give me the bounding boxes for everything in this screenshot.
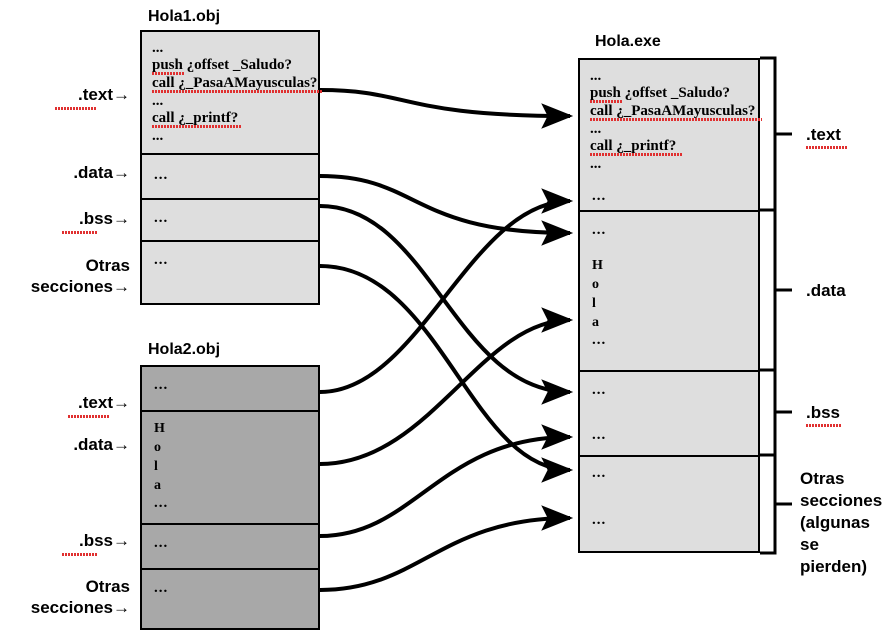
box-hola2-obj: ... H o l a ... ... ... — [140, 365, 320, 630]
label-obj2-otras: Otras secciones→ — [30, 577, 130, 617]
exe-text-extra-dots: ... — [592, 188, 607, 204]
label-obj1-otras: Otras secciones→ — [30, 256, 130, 296]
title-hola-exe: Hola.exe — [595, 33, 661, 50]
obj2-data-char-0: H — [154, 421, 165, 436]
exe-code-line-0: ... — [590, 68, 602, 84]
obj2-section-bss — [142, 525, 318, 570]
bracket-otras — [760, 453, 777, 555]
exe-data-dots-bottom: ... — [592, 332, 607, 348]
spell-underline-6 — [806, 424, 841, 427]
wire-obj1-data-to-exe-data — [319, 174, 574, 246]
spell-underline-5 — [806, 146, 848, 149]
exe-otras-dots-top: ... — [592, 465, 607, 481]
spell-underline-exe-push — [590, 100, 622, 103]
obj1-section-otras — [142, 242, 318, 303]
label-exe-bss: .bss — [806, 403, 841, 422]
label-obj1-data: .data→ — [73, 163, 130, 182]
title-hola2-obj: Hola2.obj — [148, 341, 221, 358]
label-obj1-bss: .bss→ — [78, 209, 130, 228]
exe-section-data — [580, 212, 758, 372]
obj2-data-char-3: a — [154, 478, 161, 493]
exe-code-line-5: ... — [590, 156, 602, 172]
exe-data-dots-top: ... — [592, 222, 607, 238]
exe-code-line-4: call ¿_printf? — [590, 138, 677, 154]
obj2-bss-dots: ... — [154, 535, 169, 551]
exe-code-line-1: push ¿offset _Saludo? — [590, 85, 731, 101]
label-obj2-bss: .bss→ — [78, 531, 130, 550]
obj2-otras-dots: ... — [154, 580, 169, 596]
obj2-data-char-1: o — [154, 440, 161, 455]
label-exe-otras: Otras secciones (algunas se pierden) — [800, 469, 883, 576]
wire-obj2-text-to-exe-text — [319, 188, 574, 394]
obj1-code-line-3: ... — [152, 93, 164, 109]
exe-data-char-2: l — [592, 296, 596, 311]
bracket-bss — [760, 368, 777, 457]
obj1-otras-dots: ... — [154, 252, 169, 268]
spell-underline-exe-call2 — [590, 153, 682, 156]
wire-obj2-otras-to-exe-otras — [319, 505, 574, 592]
label-exe-text: .text — [806, 125, 841, 144]
wire-obj2-bss-to-exe-bss — [319, 424, 574, 538]
obj1-bss-dots: ... — [154, 210, 169, 226]
exe-section-text — [580, 60, 758, 212]
bracket-text — [760, 56, 777, 212]
label-exe-data: .data — [806, 281, 846, 300]
exe-data-char-0: H — [592, 258, 603, 273]
spell-underline-exe-call1 — [590, 118, 762, 121]
obj1-data-dots: ... — [154, 167, 169, 183]
exe-section-bss — [580, 372, 758, 457]
obj1-code-line-2: call ¿_PasaAMayusculas? — [152, 75, 318, 91]
obj1-section-bss — [142, 200, 318, 242]
bracket-data — [760, 208, 777, 372]
label-obj2-data: .data→ — [73, 435, 130, 454]
exe-section-otras — [580, 457, 758, 551]
exe-bss-dots-bottom: ... — [592, 427, 607, 443]
wire-obj1-text-to-exe-text — [319, 88, 574, 129]
spell-underline-call2 — [152, 125, 242, 128]
obj1-section-text — [142, 32, 318, 155]
wire-obj1-otras-to-exe-otras — [319, 264, 574, 483]
obj1-code-line-5: ... — [152, 128, 164, 144]
obj1-code-line-1: push ¿offset _Saludo? — [152, 57, 293, 73]
obj1-code-line-0: ... — [152, 40, 164, 56]
wire-obj1-bss-to-exe-bss — [319, 204, 574, 405]
wire-obj2-data-to-exe-data — [319, 307, 574, 466]
box-hola1-obj: ... push ¿offset _Saludo? call ¿_PasaAMa… — [140, 30, 322, 305]
spell-underline-2 — [62, 231, 97, 234]
obj2-text-dots: ... — [154, 377, 169, 393]
obj2-section-data — [142, 412, 318, 525]
obj2-data-char-2: l — [154, 459, 158, 474]
exe-otras-dots-bottom: ... — [592, 512, 607, 528]
spell-underline-3 — [68, 415, 110, 418]
spell-underline-call1 — [152, 90, 322, 93]
spell-underline-4 — [62, 553, 97, 556]
label-obj2-text: .text→ — [78, 393, 130, 412]
title-hola1-obj: Hola1.obj — [148, 8, 221, 25]
exe-bss-dots-top: ... — [592, 382, 607, 398]
obj2-section-text — [142, 367, 318, 412]
exe-data-char-1: o — [592, 277, 599, 292]
obj1-section-data — [142, 155, 318, 200]
box-hola-exe: ... push ¿offset _Saludo? call ¿_PasaAMa… — [578, 58, 762, 553]
spell-underline-push — [152, 72, 184, 75]
exe-data-char-3: a — [592, 315, 599, 330]
exe-code-line-3: ... — [590, 121, 602, 137]
obj2-section-otras — [142, 570, 318, 628]
obj1-code-line-4: call ¿_printf? — [152, 110, 239, 126]
label-obj1-text: .text→ — [78, 85, 130, 104]
obj2-data-dots: ... — [154, 495, 169, 511]
spell-underline-1 — [55, 107, 97, 110]
exe-code-line-2: call ¿_PasaAMayusculas? — [590, 103, 756, 119]
